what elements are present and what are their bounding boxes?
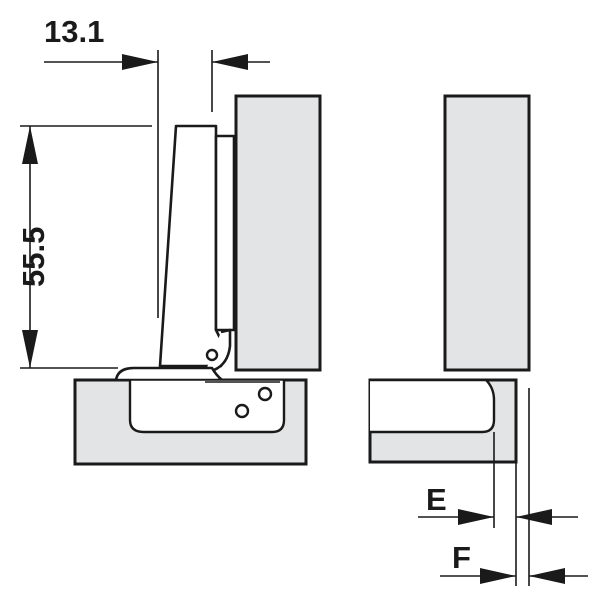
right-door-panel (443, 94, 531, 372)
left-door-panel (234, 94, 322, 372)
dimension-13-1: 13.1 (44, 14, 270, 318)
right-cup-profile (370, 378, 496, 434)
dim-13-1-arrow-right (212, 54, 248, 70)
dimension-label-e: E (426, 482, 447, 517)
hinge-cup-flange (114, 366, 224, 382)
dim-55-5-arrow-bottom (22, 330, 38, 368)
dim-e-arrow-right (516, 509, 552, 525)
dim-e-arrow-left (458, 509, 494, 525)
cup-screw-hole-1 (257, 386, 273, 402)
dimension-55-5: 55.5 (16, 125, 152, 369)
dimension-label-13-1: 13.1 (44, 14, 104, 49)
left-view (73, 94, 322, 466)
dimension-label-f: F (452, 540, 471, 575)
dim-f-arrow-left (480, 568, 516, 584)
dim-55-5-arrow-top (22, 126, 38, 164)
hinge-pivot-upper (205, 348, 219, 362)
right-view (368, 94, 531, 464)
dimension-label-55-5: 55.5 (16, 227, 51, 287)
dim-13-1-arrow-left (122, 54, 158, 70)
hinge-arm (158, 124, 223, 368)
cup-screw-hole-2 (234, 403, 250, 419)
dim-f-arrow-right (529, 568, 565, 584)
hinge-mounting-plate (214, 134, 236, 332)
dimension-f: F (440, 388, 588, 586)
hinge-cup (128, 380, 286, 434)
dimension-e: E (418, 432, 578, 586)
